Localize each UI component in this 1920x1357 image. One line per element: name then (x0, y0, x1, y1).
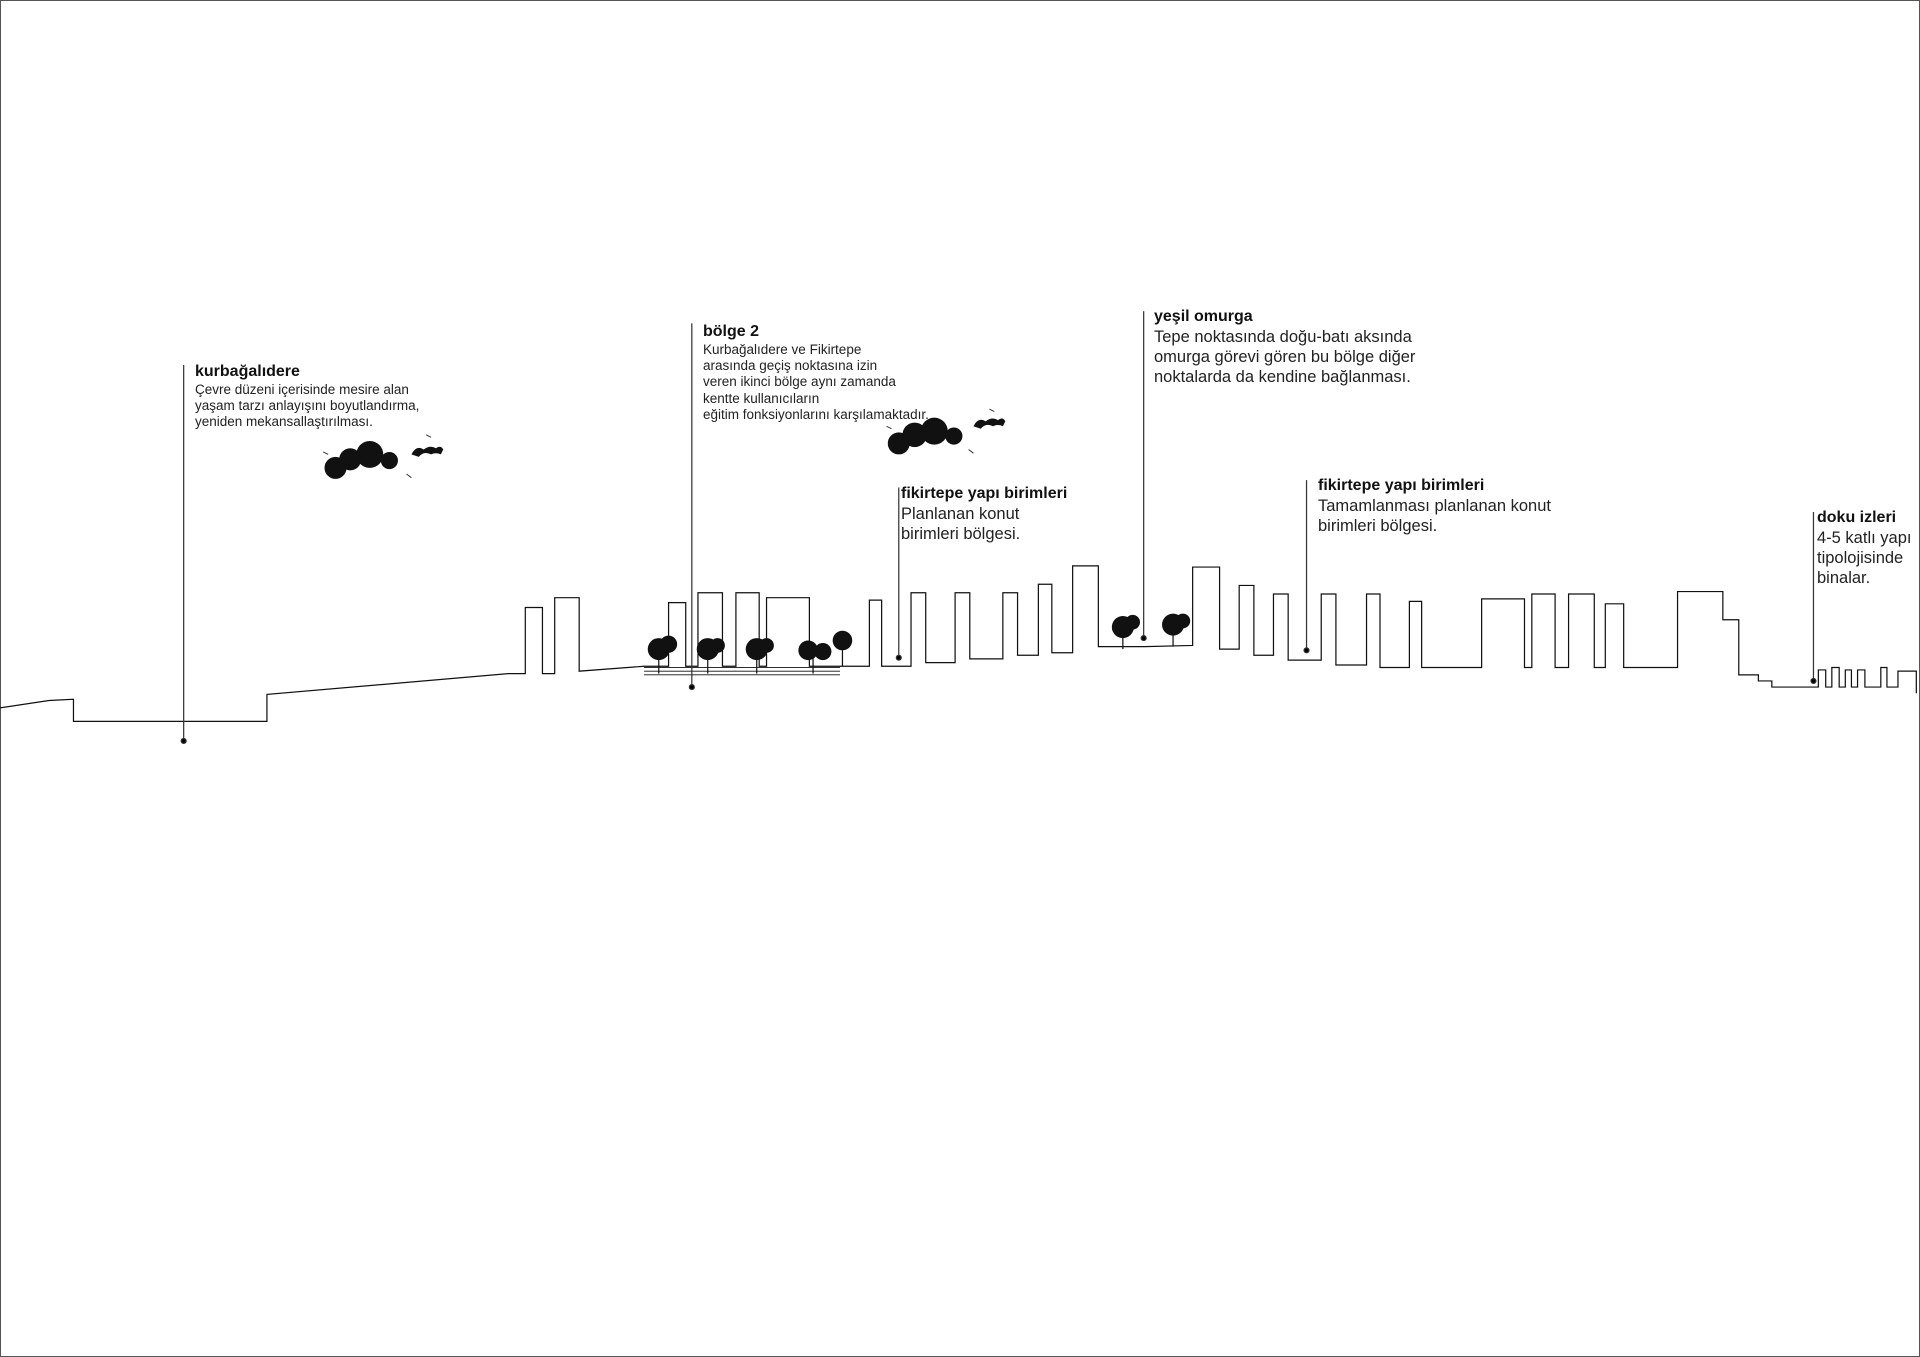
cloud-icon (324, 440, 398, 479)
plaza-platform (644, 667, 840, 676)
tree-icon (832, 630, 853, 667)
tree-icon (1111, 614, 1140, 650)
label-title: kurbağalıdere (195, 363, 300, 380)
label-title: fikirtepe yapı birimleri (1318, 477, 1485, 494)
label-title: doku izleri (1817, 509, 1897, 526)
cloud-icon (973, 418, 1006, 429)
label-fikirtepe-completion: fikirtepe yapı birimleri Tamamlanması pl… (1318, 476, 1551, 536)
label-doku-izleri: doku izleri 4-5 katlı yapı tipolojisinde… (1817, 508, 1911, 588)
label-title: fikirtepe yapı birimleri (901, 485, 1068, 502)
label-description: Tepe noktasında doğu-batı aksında omurga… (1154, 327, 1416, 386)
skyline-section-line (0, 565, 1917, 722)
trees (647, 613, 1191, 674)
label-yesil-omurga: yeşil omurga Tepe noktasında doğu-batı a… (1154, 307, 1415, 387)
cloud-icon (411, 446, 444, 457)
label-description: Planlanan konut birimleri bölgesi. (901, 504, 1021, 543)
clouds (324, 417, 1006, 479)
tree-icon (798, 640, 832, 674)
label-description: 4-5 katlı yapı tipolojisinde binalar. (1817, 528, 1912, 587)
tree-icon (1162, 613, 1191, 647)
tree-icon (647, 635, 678, 674)
label-bolge-2: bölge 2 Kurbağalıdere ve Fikirtepe arası… (703, 322, 929, 424)
tree-icon (696, 638, 725, 674)
label-description: Çevre düzeni içerisinde mesire alan yaşa… (195, 381, 420, 430)
label-title: bölge 2 (703, 323, 760, 340)
tree-icon (745, 638, 774, 674)
label-fikirtepe-planned: fikirtepe yapı birimleri Planlanan konut… (901, 484, 1067, 544)
label-title: yeşil omurga (1154, 308, 1253, 325)
label-description: Kurbağalıdere ve Fikirtepe arasında geçi… (703, 341, 929, 423)
birds (323, 408, 995, 479)
leader-lines (180, 311, 1817, 745)
cloud-icon (887, 417, 963, 455)
label-description: Tamamlanması planlanan konut birimleri b… (1318, 496, 1551, 535)
label-kurbagalidere: kurbağalıdere Çevre düzeni içerisinde me… (195, 362, 419, 431)
